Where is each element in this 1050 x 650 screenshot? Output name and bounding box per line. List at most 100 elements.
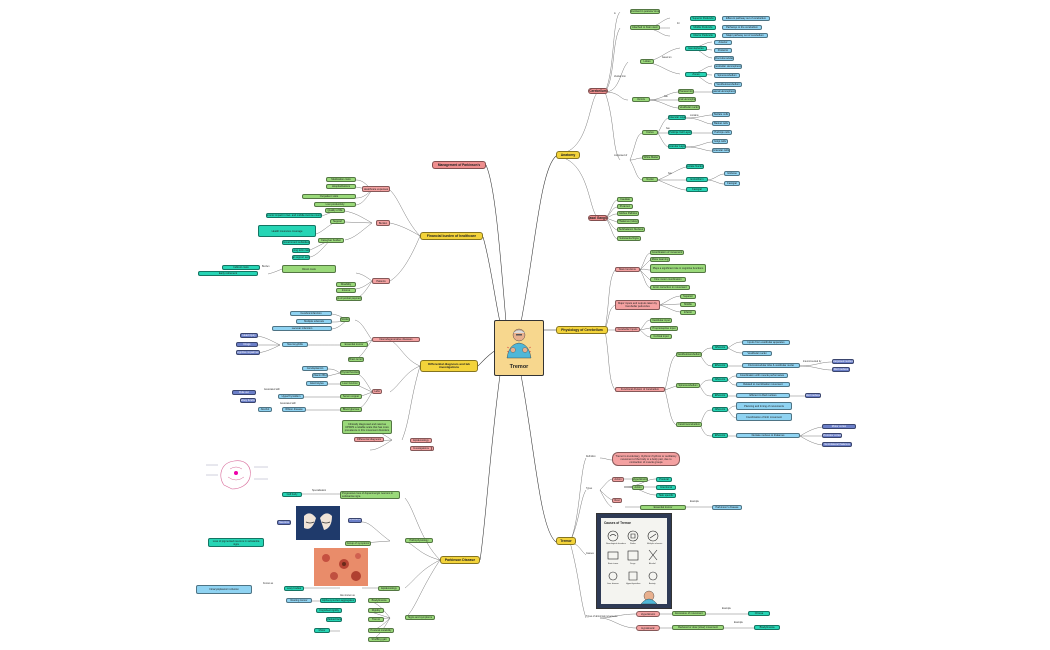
diff-node[interactable]: Differential diagnosis [354, 437, 384, 442]
parkinson-node[interactable]: Progressive loss of dopaminergic neurons… [340, 491, 400, 499]
diff-node[interactable]: Hyperthyroidism [278, 394, 304, 399]
physiology-node[interactable]: Inputs from vestibular apparatus [742, 340, 790, 345]
anatomy-node[interactable]: Stellate cells [712, 112, 730, 117]
parkinson-node[interactable]: Epidemiology [378, 586, 400, 591]
branch-differential[interactable]: Differential diagnosis and lab investiga… [420, 360, 478, 372]
parkinson-node[interactable]: Alpha-synuclein aggregates [320, 598, 356, 603]
diff-node[interactable]: Kidney function [240, 398, 256, 403]
diff-node[interactable]: Serum copper [340, 394, 362, 399]
anatomy-node[interactable]: Attached to brain stem [630, 25, 660, 30]
physiology-node[interactable]: Dentate nucleus to thalamus [736, 433, 800, 438]
basal-ganglia-node[interactable]: Substantia Nigra [617, 236, 641, 241]
physiology-node[interactable]: Cerebrocerebellum [676, 422, 702, 427]
diff-node[interactable]: Head injury [240, 333, 258, 338]
diff-node[interactable]: Neurosyphilis [282, 342, 308, 347]
anatomy-node[interactable]: Vermis [632, 97, 650, 102]
financial-node[interactable]: Social support services [292, 255, 310, 260]
diff-node[interactable]: Lacunar infarction [272, 326, 332, 331]
financial-node[interactable]: Healthcare expenses [362, 186, 390, 192]
financial-node[interactable]: Hospitalizations [326, 184, 356, 189]
branch-anatomy[interactable]: Anatomy [556, 151, 580, 159]
movement-node[interactable]: Hypokinetic [636, 625, 660, 631]
physiology-node[interactable]: Plays a significant role in cognitive fu… [650, 264, 706, 273]
parkinson-node[interactable]: Epidemiology [410, 438, 432, 443]
tremor-type-node[interactable]: Action [612, 477, 624, 482]
physiology-node[interactable]: Coordination of movement [650, 250, 684, 255]
physiology-node[interactable]: Coordination of limb movement [736, 413, 792, 421]
physiology-node[interactable]: Interposed nucleus [832, 359, 854, 364]
physiology-node[interactable]: Vestibular nuclei [742, 351, 772, 356]
anatomy-node[interactable]: Zones [685, 72, 707, 77]
anatomy-node[interactable]: Golgi cells [712, 139, 728, 144]
financial-node[interactable]: Burden [376, 220, 390, 226]
parkinson-node[interactable]: Cell body [282, 492, 302, 497]
anatomy-node[interactable]: Fastigial [686, 187, 708, 192]
physiology-node[interactable]: Motor cortex [822, 424, 856, 429]
financial-node[interactable]: Disability [336, 282, 356, 287]
physiology-node[interactable]: Planning and timing of movements [736, 402, 792, 410]
anatomy-node[interactable]: Inferior Peduncle [690, 33, 716, 38]
diff-node[interactable]: Multiple sclerosis [296, 319, 332, 324]
physiology-node[interactable]: Flocculonodular lobe & vestibular nuclei [742, 363, 800, 368]
parkinson-node[interactable]: Postural instability [368, 628, 394, 633]
movement-node[interactable]: Chorea [748, 611, 770, 616]
physiology-node[interactable]: Major inputs and outputs taken by Cerebe… [615, 300, 660, 310]
diff-node[interactable]: Cognitive impairment [236, 350, 260, 355]
anatomy-node[interactable]: Superior Peduncle [690, 16, 716, 21]
diff-node[interactable]: Blood glucose [340, 407, 362, 412]
basal-ganglia-node[interactable]: Putamen [617, 204, 633, 209]
financial-node[interactable]: Medication costs [326, 177, 356, 182]
anatomy-node[interactable]: Hemispheres [685, 46, 707, 51]
physiology-node[interactable]: Error correction in movement [650, 285, 690, 290]
physiology-node[interactable]: Middle [680, 302, 696, 307]
parkinson-node[interactable]: Intracytoplasmic inclusion [196, 585, 252, 594]
tremor-type-node[interactable]: Rest [612, 498, 622, 503]
basal-ganglia-node[interactable]: Subthalamic Nucleus [617, 227, 645, 232]
physiology-node[interactable]: Coordination with muscle performance [736, 373, 788, 378]
anatomy-node[interactable]: Posterior [714, 48, 732, 53]
root-node[interactable] [494, 320, 544, 376]
physiology-node[interactable]: Afferents [712, 345, 728, 350]
parkinson-node[interactable]: Masked face [326, 617, 342, 622]
movement-node[interactable]: Bradykinesia [754, 625, 780, 630]
physiology-node[interactable]: Efferents [712, 393, 728, 398]
parkinson-node[interactable]: Neurons [277, 520, 291, 525]
diff-node[interactable]: Thyroid function [340, 370, 360, 375]
diff-node[interactable]: Essential tremor [340, 342, 368, 347]
financial-node[interactable]: Income [336, 288, 356, 293]
anatomy-node[interactable]: Major pathway out of cerebellum [722, 33, 768, 38]
anatomy-node[interactable]: Nuclei [642, 177, 658, 182]
physiology-node[interactable]: Ventrolateral thalamus [822, 442, 852, 447]
movement-node[interactable]: Excessive of movement [672, 611, 706, 616]
anatomy-node[interactable]: Efferent pathway out of cerebellum [722, 16, 770, 21]
anatomy-node[interactable]: Middle Peduncle [690, 25, 716, 30]
anatomy-node[interactable]: Granular Layer [668, 144, 686, 149]
physiology-node[interactable]: Red nucleus [832, 367, 850, 372]
parkinson-node[interactable]: Rigidity [368, 608, 384, 613]
physiology-node[interactable]: Cerebellar Inputs [615, 327, 640, 332]
parkinson-node[interactable]: Signs and symptoms [405, 615, 435, 620]
financial-node[interactable]: Economic impact in low- and middle-incom… [266, 213, 322, 218]
parkinson-node[interactable]: Loss of pigmented neurons in substantia … [208, 538, 264, 547]
physiology-node[interactable]: Superior [680, 294, 696, 299]
financial-node[interactable]: Indirect costs [222, 265, 260, 270]
anatomy-node[interactable]: Globose [724, 171, 740, 176]
physiology-node[interactable]: Cortical input [650, 334, 672, 339]
financial-node[interactable]: Health insurance coverage [258, 225, 316, 237]
parkinson-node[interactable]: Bradykinesia [368, 598, 390, 603]
anatomy-node[interactable]: Lateral Hemispheres [712, 89, 736, 94]
financial-node[interactable]: Patients [372, 278, 390, 284]
anatomy-node[interactable]: Purkinje Cell Layer [668, 130, 692, 135]
anatomy-node[interactable]: Lateral Hemispheres [678, 97, 696, 102]
anatomy-node[interactable]: Cortex [642, 130, 658, 135]
anatomy-node[interactable]: Cerebellar Hemispheres [714, 64, 742, 69]
tremor-type-node[interactable]: Postural [656, 477, 672, 482]
diff-node[interactable]: Labs [372, 389, 382, 394]
financial-node[interactable]: Caregiver burden [318, 238, 344, 243]
anatomy-node[interactable]: Purkinje cells [712, 130, 732, 135]
anatomy-node[interactable]: White Matter [642, 155, 660, 160]
physiology-node[interactable]: Main functions [615, 267, 640, 272]
branch-management[interactable]: Management of Parkinson's [432, 161, 486, 169]
diff-node[interactable]: Stroke [340, 317, 350, 322]
physiology-node[interactable]: Fine motor coordination [650, 277, 686, 282]
